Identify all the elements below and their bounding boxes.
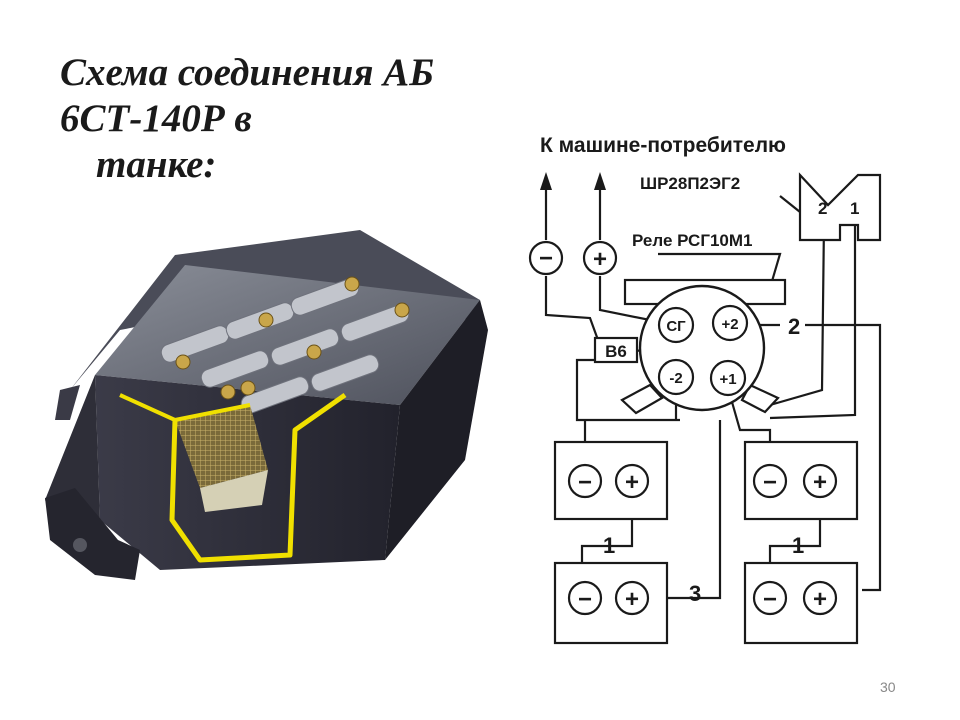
relay-terminal-plus2: +2 [711, 304, 749, 342]
relay-terminal-plus2-label: +2 [721, 316, 738, 333]
battery-1: − + [553, 440, 669, 521]
output-plus-symbol: + [593, 246, 607, 273]
battery-2: − + [743, 440, 859, 521]
relay-rsg10m1: СГ +2 -2 +1 [620, 278, 787, 415]
connector-pin-2-label: 2 [818, 199, 827, 218]
relay-label: Реле РСГ10М1 [632, 231, 752, 250]
wire-1-left-label: 1 [603, 533, 615, 558]
consumer-label: К машине-потребителю [540, 134, 786, 157]
slide-number: 30 [880, 679, 896, 695]
relay-terminal-minus2: -2 [657, 358, 695, 396]
output-minus-symbol: − [539, 245, 553, 272]
battery-2-plus: + [813, 469, 827, 496]
battery-1-minus: − [578, 469, 592, 496]
title-line-1: Схема соединения АБ 6СТ-140Р в [60, 51, 434, 140]
wire-2-label: 2 [788, 314, 800, 339]
battery-3-plus: + [625, 586, 639, 613]
output-plus-terminal: + [582, 172, 618, 276]
battery-case [45, 230, 488, 580]
wire-3-label: 3 [689, 581, 701, 606]
battery-1-plus: + [625, 469, 639, 496]
relay-terminal-sg: СГ [657, 306, 695, 344]
connector-shr28: 2 1 [798, 172, 882, 242]
relay-terminal-sg-label: СГ [666, 318, 686, 335]
battery-3-minus: − [578, 586, 592, 613]
switch-b6: В6 [593, 336, 639, 364]
connector-pin-1-label: 1 [850, 199, 859, 218]
connector-label: ШР28П2ЭГ2 [640, 174, 740, 193]
relay-terminal-plus1: +1 [709, 359, 747, 397]
battery-4-plus: + [813, 586, 827, 613]
title-line-2: танке: [96, 143, 217, 186]
switch-b6-label: В6 [605, 342, 627, 361]
battery-4-minus: − [763, 586, 777, 613]
battery-4: − + [743, 561, 859, 645]
relay-terminal-plus1-label: +1 [719, 371, 736, 388]
relay-terminal-minus2-label: -2 [669, 370, 682, 387]
wire-1-right-label: 1 [792, 533, 804, 558]
battery-2-minus: − [763, 469, 777, 496]
output-minus-terminal: − [528, 172, 564, 276]
slide-title: Схема соединения АБ 6СТ-140Р в танке: [60, 50, 500, 188]
battery-3: − + [553, 561, 669, 645]
